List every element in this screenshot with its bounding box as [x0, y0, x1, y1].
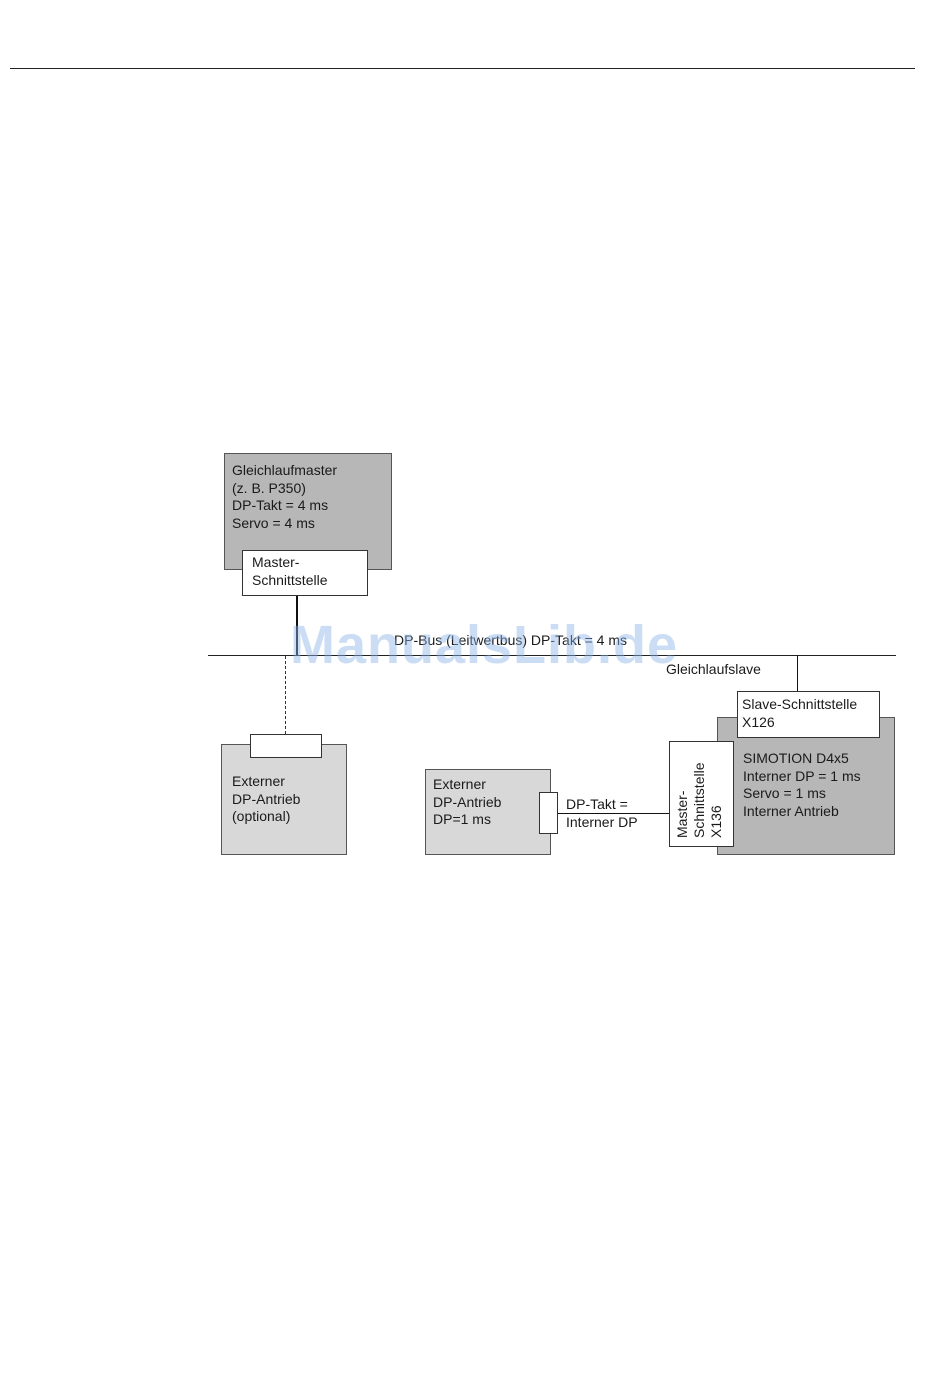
- simotion-box: [717, 717, 895, 855]
- external-drive-text: Externer DP-Antrieb DP=1 ms: [433, 776, 501, 829]
- external-drive-box: [425, 769, 551, 855]
- ext-drive-line-1: Externer: [433, 776, 486, 792]
- master-line-2: (z. B. P350): [232, 479, 306, 496]
- master-device-text: Gleichlaufmaster (z. B. P350) DP-Takt = …: [232, 462, 337, 532]
- simotion-text: SIMOTION D4x5 Interner DP = 1 ms Servo =…: [743, 750, 861, 820]
- simotion-line-3: Servo = 1 ms: [743, 785, 826, 801]
- ext-optional-line-1: Externer: [232, 773, 285, 789]
- slave-interface-box: [737, 691, 880, 738]
- simotion-line-2: Interner DP = 1 ms: [743, 767, 861, 784]
- optional-drive-connector: [285, 656, 286, 734]
- master-interface-x136-box: [669, 741, 734, 847]
- x136-line-2: Schnittstelle: [691, 762, 707, 838]
- master-interface-box: [242, 550, 368, 596]
- slave-interface-line-2: X126: [742, 713, 775, 730]
- ext-optional-line-3: (optional): [232, 808, 291, 824]
- master-interface-line-1: Master-: [252, 554, 300, 570]
- master-line-3: DP-Takt = 4 ms: [232, 497, 329, 513]
- simotion-line-4: Interner Antrieb: [743, 802, 839, 819]
- master-bus-connector: [296, 596, 298, 656]
- slave-interface-text: Slave-Schnittstelle X126: [742, 696, 857, 731]
- internal-dp-connector: [558, 813, 670, 814]
- external-optional-drive-text: Externer DP-Antrieb (optional): [232, 773, 300, 826]
- simotion-line-1: SIMOTION D4x5: [743, 750, 849, 766]
- slave-bus-connector: [797, 655, 798, 692]
- dp-bus-label: DP-Bus (Leitwertbus) DP-Takt = 4 ms: [394, 632, 628, 648]
- internal-dp-line-1: DP-Takt =: [566, 796, 628, 812]
- x136-line-1: Master-: [674, 790, 690, 838]
- watermark: ManualsLib.de: [290, 615, 679, 675]
- x136-line-3: X136: [708, 805, 724, 838]
- master-interface-line-2: Schnittstelle: [252, 571, 328, 588]
- master-interface-text: Master- Schnittstelle: [252, 554, 327, 589]
- master-line-4: Servo = 4 ms: [232, 514, 315, 531]
- external-optional-drive-port: [250, 734, 322, 758]
- internal-dp-line-2: Interner DP: [566, 813, 638, 830]
- header-rule: [10, 68, 915, 69]
- gleichlaufslave-label: Gleichlaufslave: [666, 661, 761, 677]
- ext-drive-line-2: DP-Antrieb: [433, 793, 502, 810]
- dp-bus-line: [208, 655, 896, 656]
- external-drive-port: [539, 792, 558, 834]
- master-interface-x136-text: Master- Schnittstelle X136: [674, 763, 725, 838]
- ext-drive-line-3: DP=1 ms: [433, 811, 491, 827]
- slave-interface-line-1: Slave-Schnittstelle: [742, 696, 858, 712]
- master-line-1: Gleichlaufmaster: [232, 462, 338, 478]
- ext-optional-line-2: DP-Antrieb: [232, 790, 301, 807]
- internal-dp-label: DP-Takt = Interner DP: [566, 796, 638, 831]
